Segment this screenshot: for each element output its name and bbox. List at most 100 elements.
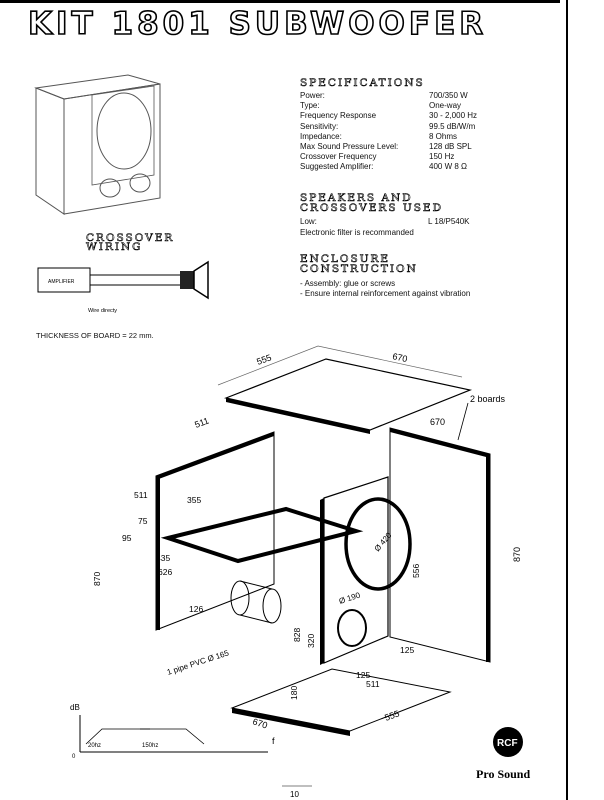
dim-555-top: 555 [255, 352, 273, 367]
dim-320: 320 [306, 634, 316, 648]
dim-95: 95 [122, 533, 132, 543]
dim-556: 556 [411, 564, 421, 578]
dimension-line [217, 345, 463, 386]
dim-125-a: 125 [356, 670, 370, 680]
spec-value: 30 - 2,000 Hz [429, 111, 478, 121]
spec-value: 8 Ohms [429, 131, 458, 141]
pipe-label: 1 pipe PVC Ø 165 [166, 648, 231, 677]
port-tube [230, 580, 282, 624]
dim-828: 828 [292, 628, 302, 642]
speaker-note: Electronic filter is recommanded [300, 228, 414, 237]
front-baffle [323, 476, 389, 664]
two-boards-leader [457, 402, 469, 441]
crossover-heading-line2: WIRING [86, 241, 143, 253]
dim-511-shelf: 511 [134, 490, 148, 500]
spec-row: Max Sound Pressure Level:128 dB SPL [300, 142, 477, 152]
spec-label: Max Sound Pressure Level: [300, 142, 399, 152]
graph-highpass-curve [85, 728, 150, 745]
back-board-top-edge [156, 432, 274, 480]
dim-126-tube: 126 [189, 604, 203, 614]
spec-label: Sensitivity: [300, 121, 339, 131]
port-cutout [337, 609, 367, 647]
specifications-table: Power: 700/350 W Type:One-way Frequency R… [300, 91, 477, 173]
dim-355: 355 [187, 495, 201, 505]
speakers-heading-line2: CROSSOVERS USED [300, 202, 443, 214]
dim-420: Ø 420 [373, 530, 394, 553]
rcf-logo-text: RCF [497, 738, 518, 749]
dim-670-top: 670 [392, 351, 409, 364]
graph-lowpass-curve [140, 728, 205, 745]
internal-shelf [160, 506, 364, 564]
bottom-board [230, 668, 452, 732]
dim-435: 435 [156, 553, 170, 563]
dim-511-bottom: 511 [366, 679, 380, 689]
back-board [155, 431, 275, 631]
spec-value: 700/350 W [429, 91, 468, 100]
woofer-cutout [344, 497, 412, 591]
right-margin-rule [566, 0, 568, 800]
two-boards-label: 2 boards [470, 394, 506, 404]
dim-670-bottom: 670 [251, 716, 268, 730]
speakers-heading-line1: SPEAKERS AND [300, 192, 413, 204]
spec-row: Sensitivity: 99.5 dB/W/m [300, 122, 477, 132]
enclosure-item: - Assembly: glue or screws [300, 279, 396, 288]
side-board-edge [486, 454, 490, 662]
spec-label: Suggested Amplifier: [300, 162, 374, 172]
wire-direct-label: Wire directy [88, 308, 117, 314]
spec-row: Type:One-way [300, 101, 477, 111]
speaker-low-label: Low: [300, 217, 317, 226]
dim-180: 180 [289, 686, 299, 700]
spec-row: Power: 700/350 W [300, 91, 477, 101]
front-baffle-edge [320, 498, 324, 665]
dim-75: 75 [138, 516, 148, 526]
spec-value: 400 W 8 Ω [429, 162, 467, 172]
speaker-driver-icon [180, 271, 194, 289]
dim-870-left: 870 [92, 572, 102, 586]
cabinet-sketch [34, 74, 161, 215]
speaker-low-value: L 18/P540K [428, 217, 470, 226]
enclosure-heading-line2: CONSTRUCTION [300, 263, 418, 275]
graph-tick-150hz: 150hz [142, 743, 158, 749]
top-board-edge [226, 398, 370, 434]
bottom-board-edge [232, 708, 350, 736]
dim-511-back: 511 [193, 416, 210, 430]
spec-row: Impedance:8 Ohms [300, 132, 477, 142]
dim-555-bottom: 555 [383, 708, 401, 723]
cabinet-woofer-opening [96, 92, 152, 170]
side-board-top-edge [390, 428, 490, 458]
dim-670-side: 670 [430, 417, 445, 427]
spec-label: Crossover Frequency [300, 152, 377, 162]
graph-tick-20hz: 20hz [88, 743, 101, 749]
spec-value: 99.5 dB/W/m [429, 121, 476, 131]
crossover-wiring-diagram: AMPLIFIER Wire directy [37, 260, 209, 314]
dim-190: Ø 190 [338, 590, 362, 605]
graph-origin-label: 0 [72, 754, 76, 760]
spec-value: One-way [429, 101, 462, 111]
enclosure-heading-line1: ENCLOSURE [300, 253, 391, 265]
speaker-cone-icon [193, 260, 209, 300]
rcf-logo-icon [493, 727, 523, 757]
exploded-assembly-drawing: 555 670 511 511 355 75 95 435 626 870 12… [92, 345, 522, 736]
back-board-side-edge [156, 476, 160, 630]
brand-name: Pro Sound [476, 767, 530, 781]
thickness-note: THICKNESS OF BOARD = 22 mm. [36, 331, 154, 340]
dim-626: 626 [158, 567, 172, 577]
top-rule [0, 0, 560, 3]
brand-block: RCF Pro Sound [476, 727, 530, 781]
graph-x-label: f [272, 736, 275, 746]
response-graph: dB f 0 20hz 150hz [70, 703, 275, 760]
enclosure-item: - Ensure internal reinforcement against … [300, 289, 471, 298]
specifications-heading: SPECIFICATIONS [300, 77, 425, 89]
cabinet-side-face [35, 87, 65, 215]
amplifier-box [37, 267, 91, 293]
graph-y-label: dB [70, 703, 80, 712]
crossover-heading-line1: CROSSOVER [86, 232, 175, 244]
cabinet-recess [91, 85, 155, 186]
side-boards [389, 427, 491, 663]
spec-label: Power: [300, 91, 325, 100]
spec-row: Suggested Amplifier: 400 W 8 Ω [300, 162, 477, 172]
amplifier-label: AMPLIFIER [48, 279, 75, 285]
